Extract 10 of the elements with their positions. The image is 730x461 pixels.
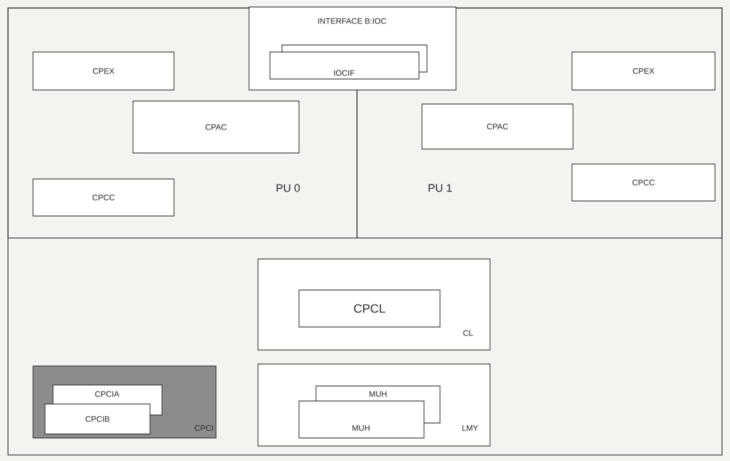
component-box: CPCL (298, 290, 440, 328)
component-box: CPCC (32, 178, 174, 216)
component-box: CPCIB (44, 404, 150, 434)
component-box: CPAC (422, 104, 574, 150)
component-box: CPEX (572, 52, 716, 90)
component-box: CPAC (132, 100, 300, 154)
component-box: MUH (298, 400, 424, 438)
component-box: CPCC (572, 164, 716, 202)
component-box: IOCIF (270, 52, 420, 80)
component-box: CPEX (32, 52, 174, 90)
